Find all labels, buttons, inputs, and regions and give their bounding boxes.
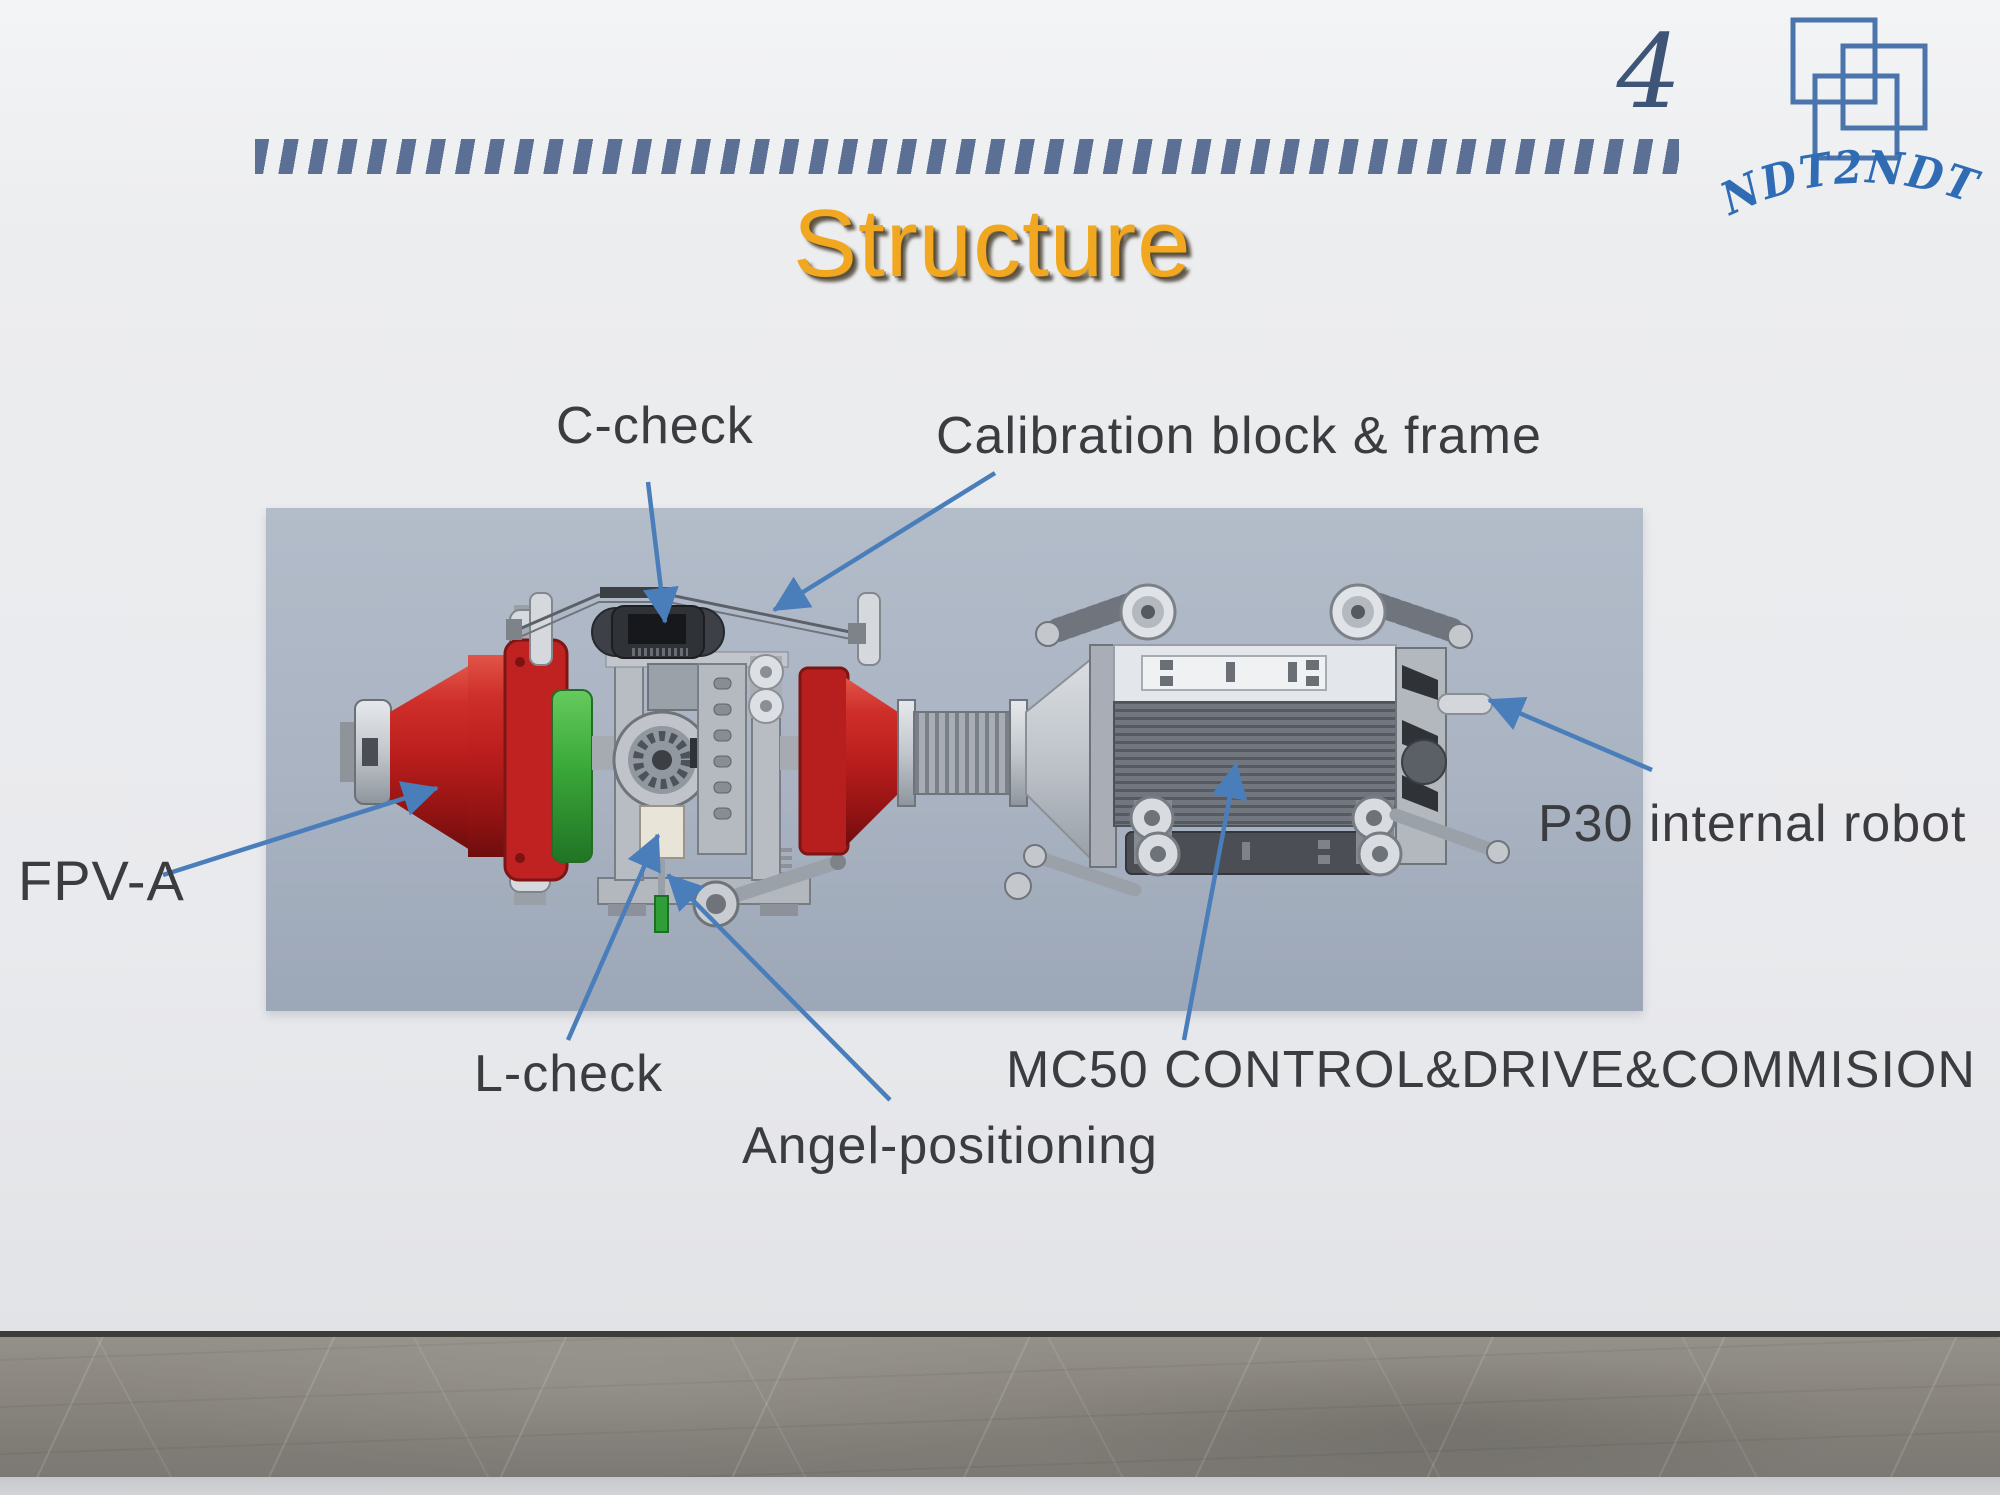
label-c-check: C-check (556, 397, 754, 455)
arrow-calibration (772, 471, 997, 612)
label-calibration-block: Calibration block & frame (936, 407, 1542, 465)
machine-diagram (162, 471, 1653, 1102)
arrow-angel (666, 873, 892, 1102)
label-angel-positioning: Angel-positioning (742, 1117, 1158, 1175)
label-l-check: L-check (474, 1045, 664, 1103)
leader-arrows (162, 471, 1653, 1102)
label-mc50: MC50 CONTROL&DRIVE&COMMISION (1006, 1041, 1976, 1099)
arrow-fpv-a (162, 781, 439, 878)
label-fpv-a: FPV-A (18, 849, 185, 912)
check-station-assembly (591, 605, 846, 933)
arrow-c-check (643, 481, 679, 624)
fpv-a-assembly (340, 605, 616, 905)
calibration-frame (506, 587, 881, 666)
coupling-bellows (798, 657, 1091, 861)
striped-divider-bar (255, 139, 1679, 174)
slide-background: 4 NDT2NDT Structure (0, 0, 2000, 1331)
arrow-p30 (1487, 696, 1653, 773)
arrow-mc50 (1181, 762, 1248, 1041)
ndt2ndt-logo: NDT2NDT (1711, 17, 1984, 226)
label-p30-internal-robot: P30 internal robot (1538, 795, 1967, 853)
p30-robot-assembly (1004, 583, 1510, 900)
page-number: 4 (1616, 13, 1682, 132)
floor-photo (0, 1331, 2000, 1477)
logo-squares-icon (1790, 17, 1928, 161)
arrow-l-check (565, 833, 661, 1041)
floor-baseboard-strip (0, 1477, 2000, 1495)
slide-title: Structure (793, 190, 1192, 297)
